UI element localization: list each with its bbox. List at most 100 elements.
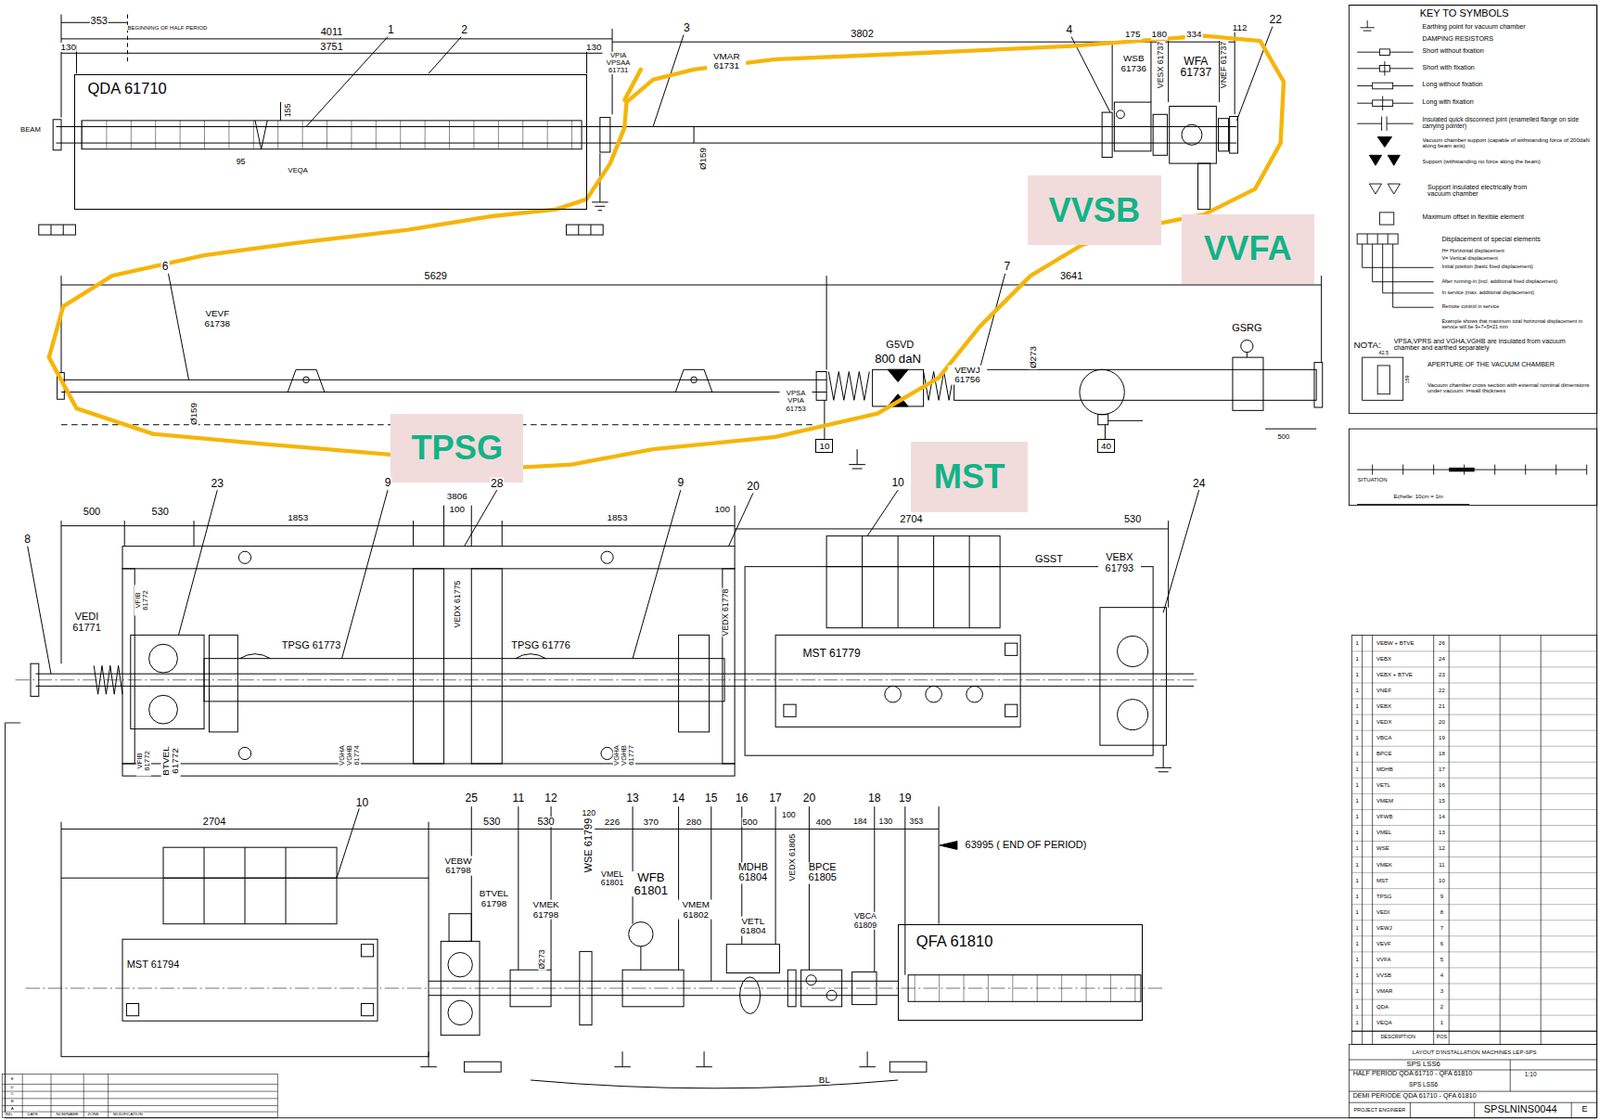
table-cell: 24 xyxy=(1437,655,1447,662)
end-section xyxy=(510,969,551,1007)
dimension-text: 3751 xyxy=(319,41,344,53)
end-section xyxy=(695,1065,713,1067)
symbol-key xyxy=(1356,469,1588,471)
end-section xyxy=(801,969,843,1007)
vacuum-chamber-section xyxy=(828,371,870,401)
part-label: VFIB 61772 xyxy=(134,584,150,615)
quadrupole-section xyxy=(1071,37,1111,113)
dimension-text: 530 xyxy=(536,816,555,828)
quadrupole-section xyxy=(1218,118,1229,152)
revision-block xyxy=(1,1073,278,1117)
part-label: VPIA VPSAA 61731 xyxy=(601,51,635,75)
vacuum-chamber-section xyxy=(1104,424,1106,439)
offset-box: 40 xyxy=(1097,438,1116,453)
note-text: After running-in (incl. additional fixed… xyxy=(1440,279,1559,285)
tank-section xyxy=(1163,744,1165,768)
quadrupole-section xyxy=(1150,40,1152,103)
table-cell: 26 xyxy=(1437,640,1447,646)
vacuum-chamber-section xyxy=(1320,275,1322,363)
quadrupole-section xyxy=(38,13,1273,235)
table-cell: TPSG xyxy=(1375,892,1393,898)
table-cell: 1 xyxy=(1354,734,1359,741)
part-label: VFIB 61772 xyxy=(136,744,152,776)
part-label: VMAR 61731 xyxy=(706,51,746,72)
end-section xyxy=(579,950,592,1024)
part-label: VMEK 61798 xyxy=(526,899,566,920)
parts-list xyxy=(1352,1030,1598,1044)
quadrupole-section xyxy=(566,224,604,235)
note-text: B xyxy=(10,1099,15,1104)
tank-section xyxy=(240,653,271,659)
symbol-key xyxy=(1387,183,1400,194)
part-label: VGHA VGHB 61777 xyxy=(613,739,636,772)
parts-list xyxy=(1348,1059,1597,1061)
callout-number: 2 xyxy=(460,24,469,37)
table-cell: 1 xyxy=(1354,829,1359,835)
node-text: QFA 61810 xyxy=(916,932,994,949)
end-section xyxy=(428,994,898,996)
end-section xyxy=(428,1050,430,1067)
quadrupole-section xyxy=(127,13,128,62)
symbol-key xyxy=(1371,464,1373,475)
parts-list xyxy=(1448,634,1450,1044)
dimension-text: 180 xyxy=(1150,29,1168,39)
table-cell: 1 xyxy=(1354,844,1359,851)
table-cell: 20 xyxy=(1437,718,1447,725)
end-section xyxy=(858,1065,876,1067)
tank-section xyxy=(969,536,971,628)
vacuum-chamber-section xyxy=(852,468,863,470)
note-text: DAMPING RESISTORS xyxy=(1420,36,1494,44)
note-text: SPS LSS6 xyxy=(1408,1081,1439,1088)
symbol-key xyxy=(1387,233,1389,244)
table-cell: 2 xyxy=(1439,1003,1445,1010)
table-cell: VEQA xyxy=(1375,1019,1394,1025)
quadrupole-section xyxy=(81,120,582,150)
legend-text: Displacement of special elements xyxy=(1441,235,1540,244)
dimension-text: 400 xyxy=(815,816,833,826)
vacuum-chamber-section xyxy=(61,275,63,373)
vacuum-chamber-section xyxy=(691,376,698,384)
legend-text: APERTURE OF THE VACUUM CHAMBER xyxy=(1427,360,1555,369)
table-cell: 1 xyxy=(1354,876,1359,883)
part-label: VBCA 61809 xyxy=(848,911,882,929)
table-cell: 1 xyxy=(1354,972,1359,978)
symbol-key xyxy=(1348,428,1597,506)
tank-section xyxy=(728,492,753,546)
dimension-text: 130 xyxy=(585,41,603,52)
table-cell: VFWB xyxy=(1375,813,1394,820)
dimension-text: 112 xyxy=(1231,23,1249,33)
symbol-key xyxy=(1433,464,1434,475)
revision-block xyxy=(22,1073,24,1117)
revision-block xyxy=(1,1083,278,1085)
quadrupole-section xyxy=(1113,102,1152,152)
vacuum-chamber-section xyxy=(1265,428,1317,430)
revision-block xyxy=(1,1090,278,1092)
part-label: VPSA VPIA 61753 xyxy=(780,389,813,412)
note-text: E xyxy=(10,1076,15,1082)
callout-number: 9 xyxy=(384,476,393,489)
symbol-key xyxy=(1356,233,1398,244)
tank-section xyxy=(122,546,735,569)
quadrupole-section xyxy=(577,224,579,235)
table-cell: 6 xyxy=(1439,940,1445,947)
symbol-key xyxy=(1372,82,1394,90)
tank-section xyxy=(342,489,389,659)
end-section xyxy=(704,1050,705,1067)
quadrupole-section xyxy=(589,224,591,235)
part-label: MST 61779 xyxy=(801,647,861,660)
callout-number: 3 xyxy=(682,21,692,34)
tank-section xyxy=(826,536,1000,628)
table-cell: BPCE xyxy=(1375,750,1393,756)
parts-list xyxy=(1473,1101,1475,1118)
note-text: 800 daN xyxy=(873,352,922,366)
quadrupole-section xyxy=(1101,112,1113,157)
note-text: POS xyxy=(1435,1034,1449,1040)
quadrupole-section xyxy=(652,34,684,127)
note-text: VEQA xyxy=(287,166,309,175)
table-cell: 1 xyxy=(1354,892,1359,898)
tank-section xyxy=(413,568,445,764)
part-label: WSE 61799 xyxy=(583,817,595,874)
highlight-box: TPSG xyxy=(390,413,524,484)
